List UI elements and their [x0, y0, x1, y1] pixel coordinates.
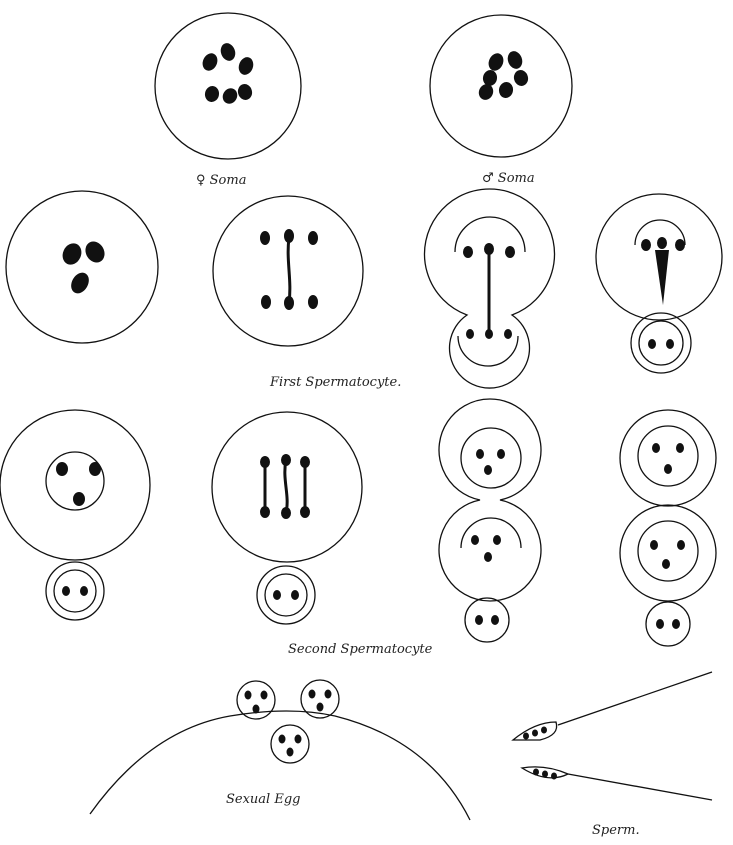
second-spermatocyte-spindle-cell	[211, 411, 363, 625]
first-spermatocyte-label: First Spermatocyte.	[269, 375, 401, 390]
first-spermatocyte-resting-cell	[5, 190, 159, 344]
male-soma-label: ♂ Soma	[482, 171, 535, 186]
second-spermatocyte-resting-cell	[0, 409, 151, 621]
second-spermatocyte-label: Second Spermatocyte	[288, 642, 433, 657]
male-soma-cell	[429, 14, 573, 158]
sperm-upper	[511, 671, 713, 741]
sexual-egg	[89, 679, 471, 821]
first-spermatocyte-spindle-cell	[212, 195, 364, 347]
sperm-label: Sperm.	[592, 823, 640, 838]
first-spermatocyte-dividing-cell	[423, 188, 556, 389]
sexual-egg-label: Sexual Egg	[226, 792, 300, 807]
sperm-lower	[520, 766, 713, 801]
first-spermatocyte-budding-cell	[595, 193, 723, 374]
second-spermatocyte-separated-cells	[619, 409, 717, 647]
female-soma-label: ♀ Soma	[196, 173, 246, 188]
second-spermatocyte-dividing-cell	[438, 398, 542, 643]
female-soma-cell	[154, 12, 302, 160]
